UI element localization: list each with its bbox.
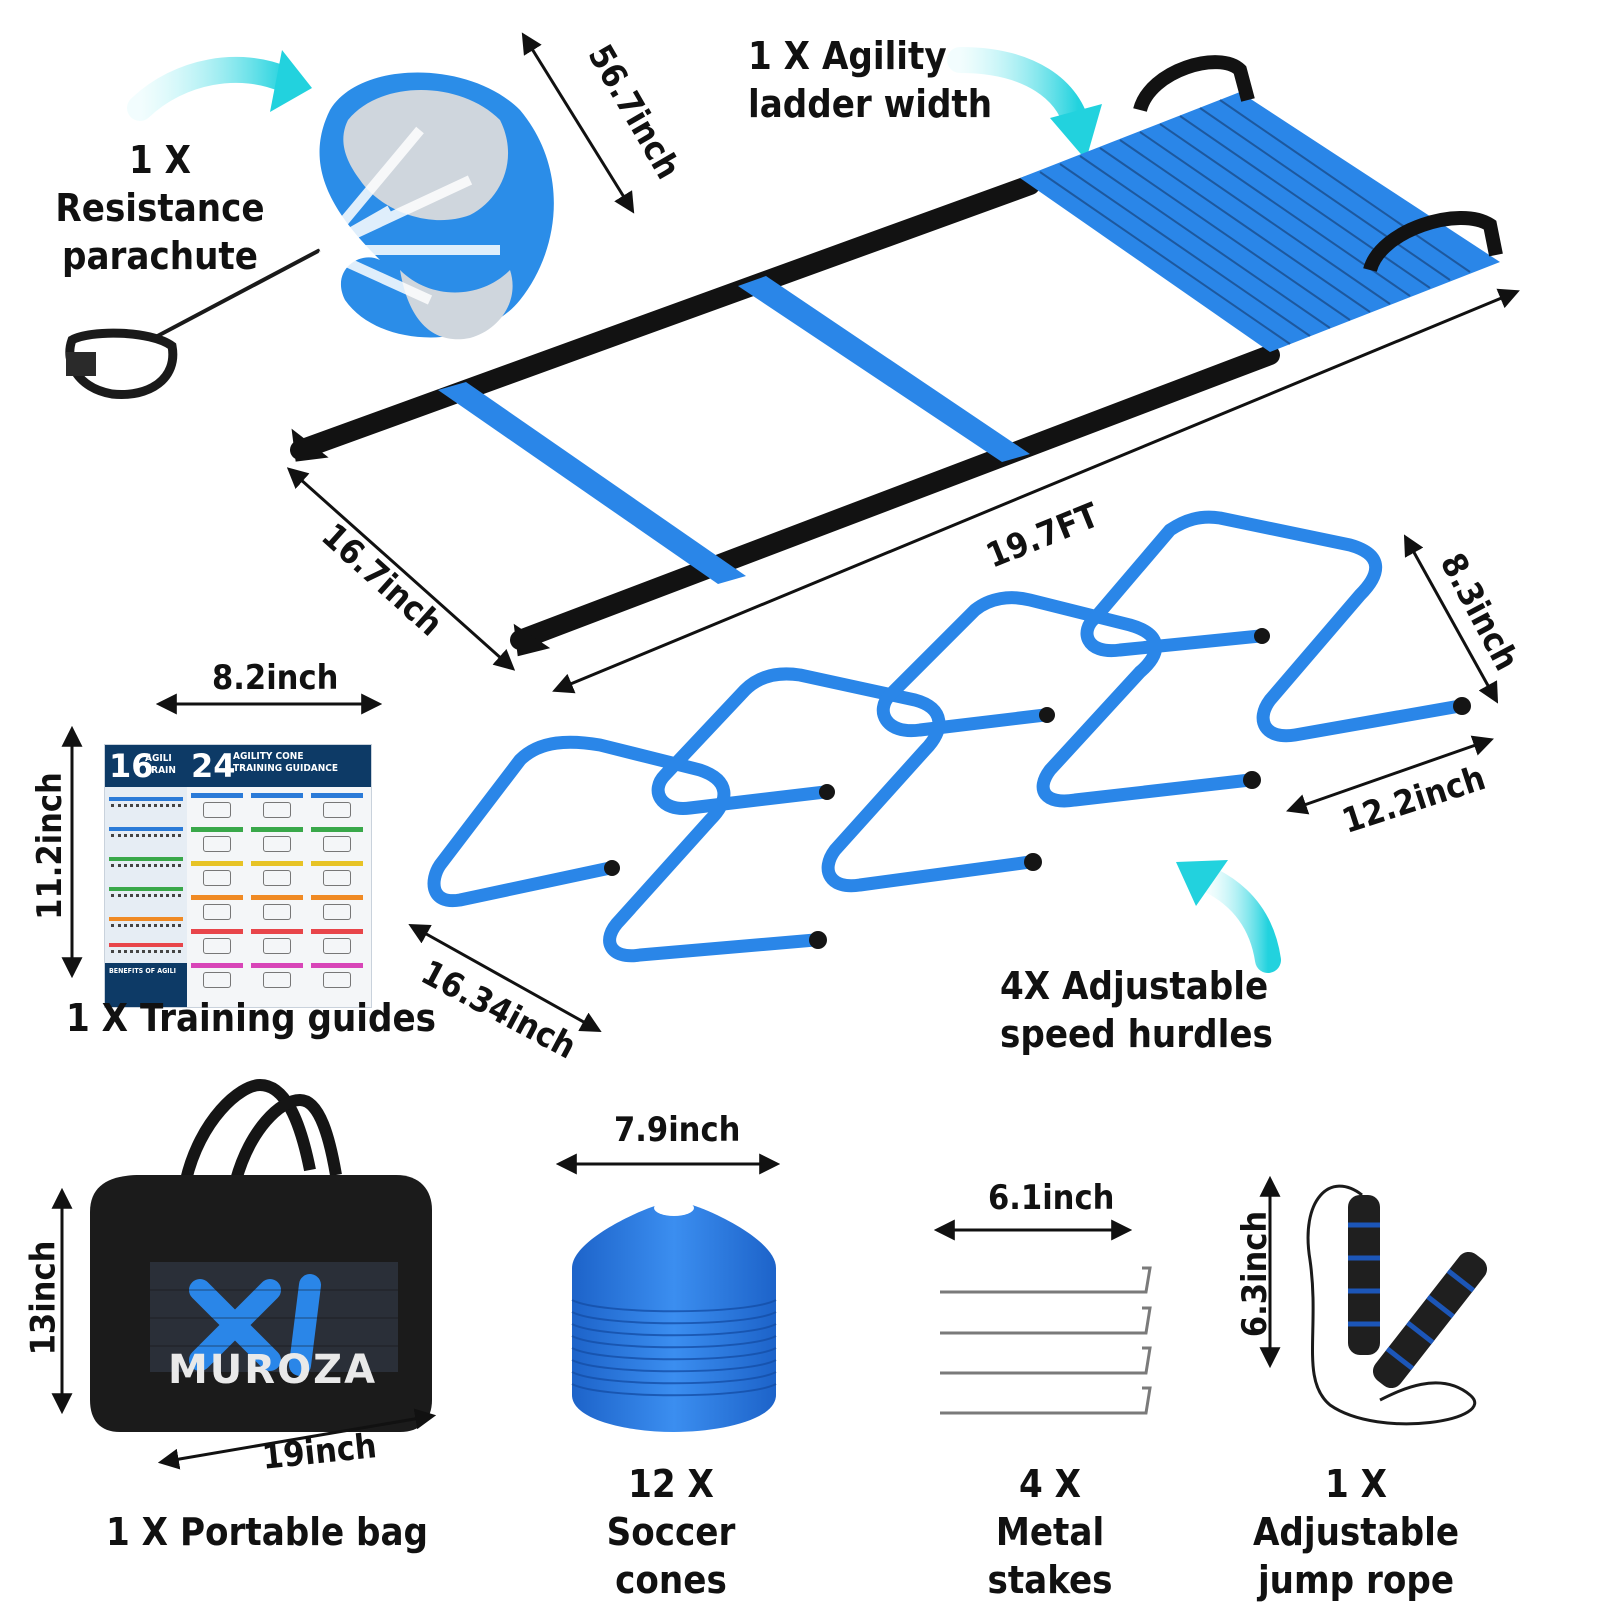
label-parachute: 1 X Resistance parachute: [55, 138, 265, 278]
poster-drill-row: [109, 943, 183, 957]
arrow-bag-width: [157, 1408, 437, 1470]
arrow-hurdle-width: [1286, 735, 1494, 815]
dim-rope-height: 6.3inch: [1235, 1210, 1276, 1338]
poster-right-number: 24: [191, 747, 236, 785]
training-guide-poster: 16 AGILI TRAIN 24 AGILITY CONE TRAINING …: [104, 744, 372, 1008]
dim-stake-width: 6.1inch: [988, 1178, 1115, 1218]
teal-arrow-icon: [947, 47, 1102, 160]
dim-guide-height: 11.2inch: [29, 772, 70, 920]
dimension-arrows: [51, 32, 1520, 1470]
arrow-hurdle-depth: [408, 923, 602, 1033]
resistance-parachute: [65, 72, 554, 399]
dim-guide-width: 8.2inch: [212, 658, 339, 698]
poster-drill-row: [109, 887, 183, 901]
poster-drill-row: [109, 827, 183, 841]
teal-arrow-icon: [127, 50, 312, 121]
poster-drill-row: [109, 857, 183, 871]
metal-stakes: [940, 1266, 1152, 1415]
poster-drill-row: [109, 797, 183, 811]
poster-left-number: 16: [109, 747, 154, 785]
jump-rope: [1306, 1184, 1488, 1426]
label-hurdles: 4X Adjustable speed hurdles: [1000, 964, 1273, 1056]
poster-header: [105, 745, 371, 787]
dim-cone-width: 7.9inch: [614, 1110, 741, 1150]
arrow-ladder-rung: [286, 467, 516, 671]
label-jump-rope: 1 X Adjustable jump rope: [1252, 1462, 1460, 1602]
poster-right-title: AGILITY CONE TRAINING GUIDANCE: [233, 751, 339, 774]
poster-footer-text: BENEFITS OF AGILI: [109, 967, 176, 975]
arrow-ladder-length: [552, 288, 1520, 694]
bag-brand-logo: MUROZA: [168, 1347, 378, 1393]
poster-drill-row: [109, 917, 183, 931]
portable-bag: [90, 1078, 432, 1432]
poster-footer: BENEFITS OF AGILI: [105, 963, 187, 1007]
poster-left-title: AGILI TRAIN: [145, 753, 176, 776]
arrow-parachute: [521, 32, 635, 214]
label-cones: 12 X Soccer cones: [606, 1462, 736, 1602]
speed-hurdles: [427, 510, 1467, 963]
teal-arrow-icon: [1176, 860, 1281, 973]
poster-drill-grid: [191, 793, 367, 1001]
label-bag: 1 X Portable bag: [106, 1510, 429, 1554]
soccer-cones: [571, 1200, 777, 1432]
label-training-guides: 1 X Training guides: [66, 996, 437, 1040]
dim-bag-height: 13inch: [23, 1240, 64, 1356]
label-stakes: 4 X Metal stakes: [987, 1462, 1113, 1602]
arrow-hurdle-height: [1403, 534, 1499, 704]
label-ladder-width: 1 X Agility ladder width: [748, 34, 993, 126]
